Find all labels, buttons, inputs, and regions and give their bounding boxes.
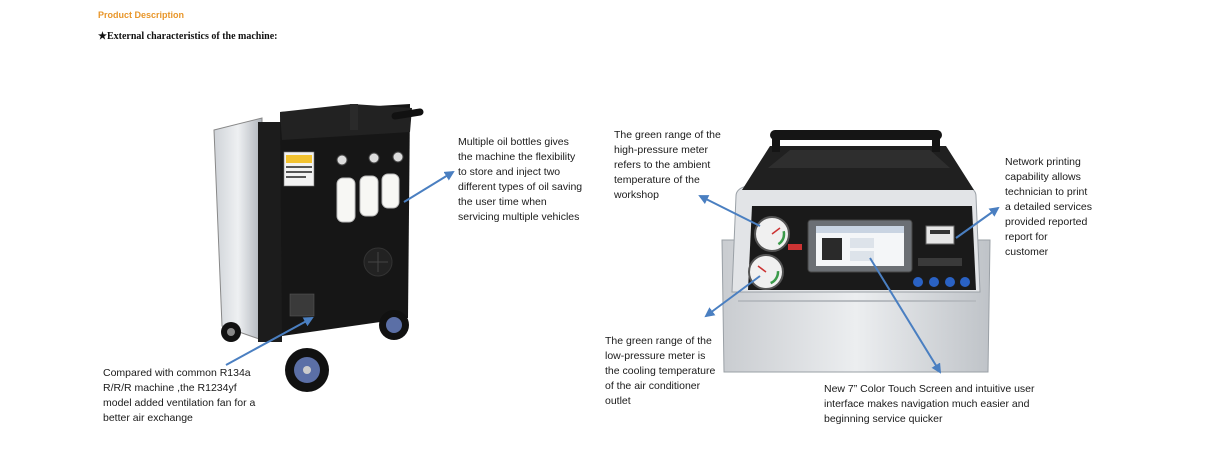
callout-line: model added ventilation fan for a <box>103 397 256 409</box>
section-subtitle: ★External characteristics of the machine… <box>98 31 278 42</box>
callout-line: high-pressure meter <box>614 144 708 156</box>
arrow-high-pressure <box>698 195 761 227</box>
callout-line: the user time when <box>458 196 547 208</box>
callout-line: workshop <box>614 189 659 201</box>
callout-line: better air exchange <box>103 412 193 424</box>
callout-line: New 7” Color Touch Screen and intuitive … <box>824 383 1035 395</box>
arrow-touch-screen <box>869 257 942 374</box>
callout-network-printing: Network printing capability allows techn… <box>1005 155 1092 260</box>
callout-ventilation-fan: Compared with common R134a R/R/R machine… <box>103 366 255 426</box>
section-title: Product Description <box>98 10 185 20</box>
callout-line: beginning service quicker <box>824 413 943 425</box>
callout-line: temperature of the <box>614 174 700 186</box>
callout-line: to store and inject two <box>458 166 561 178</box>
callout-arrows <box>225 170 1000 374</box>
callout-line: outlet <box>605 395 631 407</box>
arrow-printing <box>955 206 1000 239</box>
callout-line: the machine the flexibility <box>458 151 576 163</box>
callout-oil-bottles: Multiple oil bottles gives the machine t… <box>458 135 582 225</box>
callout-high-pressure-meter: The green range of the high-pressure met… <box>614 128 721 203</box>
callout-low-pressure-meter: The green range of the low-pressure mete… <box>605 334 715 409</box>
callout-line: low-pressure meter is <box>605 350 706 362</box>
callout-line: provided reported <box>1005 216 1088 228</box>
callout-line: R/R/R machine ,the R1234yf <box>103 382 237 394</box>
arrow-low-pressure <box>704 275 761 318</box>
callout-line: interface makes navigation much easier a… <box>824 398 1030 410</box>
arrow-oil-bottles <box>403 170 455 203</box>
callout-line: technician to print <box>1005 186 1088 198</box>
callout-line: The green range of the <box>614 129 721 141</box>
callout-line: Network printing <box>1005 156 1081 168</box>
callout-line: Compared with common R134a <box>103 367 251 379</box>
callout-line: a detailed services <box>1005 201 1092 213</box>
callout-touch-screen: New 7” Color Touch Screen and intuitive … <box>824 382 1035 427</box>
callout-line: The green range of the <box>605 335 712 347</box>
callout-line: capability allows <box>1005 171 1081 183</box>
callout-line: different types of oil saving <box>458 181 583 193</box>
callout-line: refers to the ambient <box>614 159 711 171</box>
recovery-machine-front-view <box>721 130 991 373</box>
callout-line: report for <box>1005 231 1048 243</box>
recovery-machine-side-view <box>213 104 424 392</box>
callout-line: customer <box>1005 246 1049 258</box>
arrow-fan <box>225 317 314 366</box>
callout-line: the cooling temperature <box>605 365 716 377</box>
callout-line: Multiple oil bottles gives <box>458 136 569 148</box>
callout-line: of the air conditioner <box>605 380 701 392</box>
callout-line: servicing multiple vehicles <box>458 211 580 223</box>
